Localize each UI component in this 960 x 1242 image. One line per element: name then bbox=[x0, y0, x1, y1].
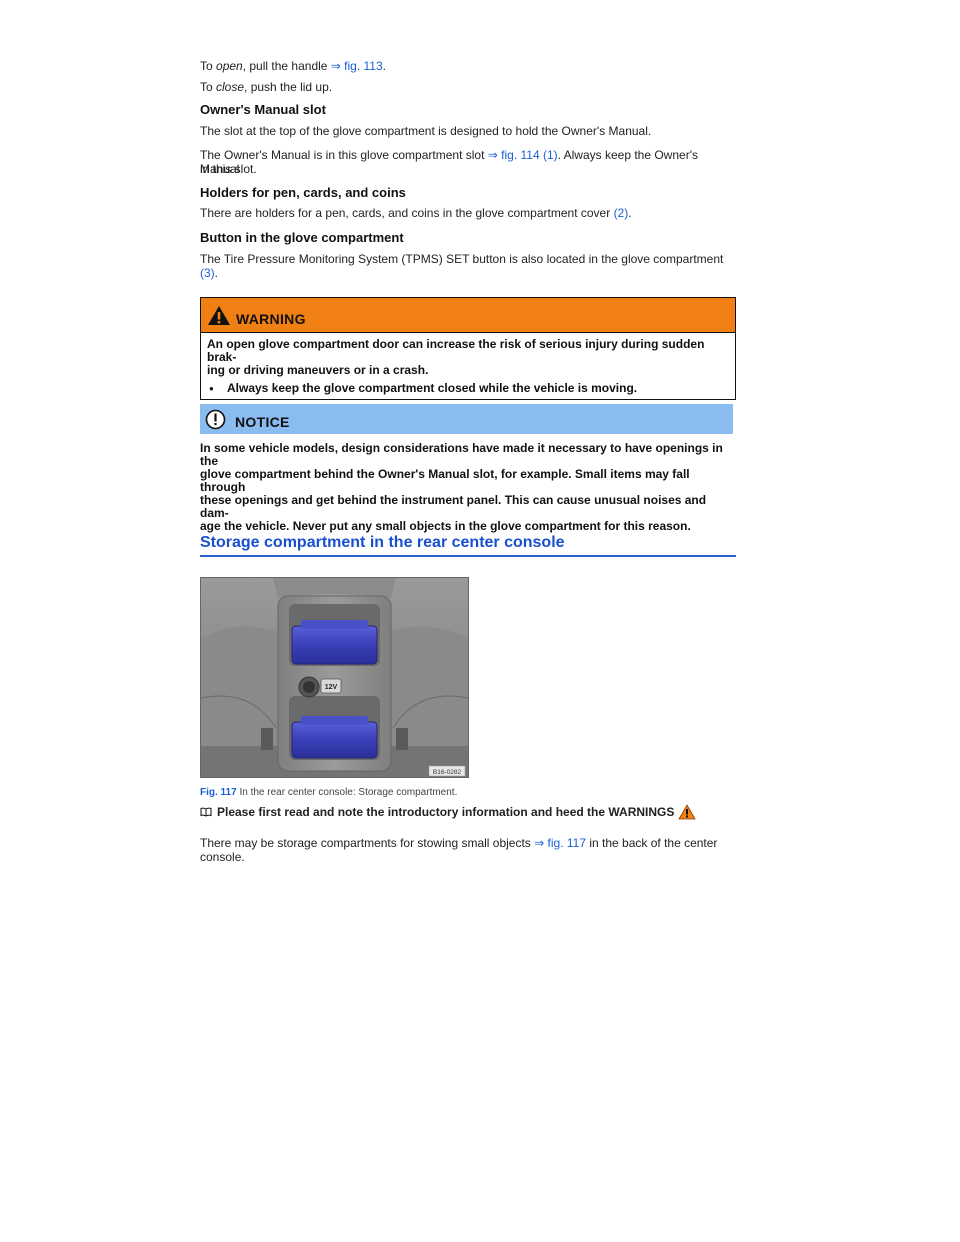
section-title: Storage compartment in the rear center c… bbox=[200, 534, 736, 557]
fig-117-link[interactable]: ⇒ fig. 117 bbox=[534, 836, 587, 850]
close-instruction: To close, push the lid up. bbox=[200, 80, 333, 94]
fig-113-link[interactable]: ⇒ fig. 113 bbox=[330, 59, 383, 73]
warning-text-1: An open glove compartment door can incre… bbox=[207, 337, 705, 364]
notice-line-2: glove compartment behind the Owner's Man… bbox=[200, 467, 690, 494]
warning-triangle-icon bbox=[208, 306, 230, 325]
warning-text-2: ing or driving maneuvers or in a crash. bbox=[207, 363, 429, 377]
holders-para: There are holders for a pen, cards, and … bbox=[200, 206, 632, 220]
figure-code: B16-0282 bbox=[433, 769, 462, 776]
warning-triangle-small-icon[interactable] bbox=[678, 804, 697, 820]
notice-line-1: In some vehicle models, design considera… bbox=[200, 441, 723, 468]
notice-line-3: these openings and get behind the instru… bbox=[200, 493, 707, 520]
button-para-cont: (3). bbox=[200, 266, 219, 280]
notice-header: NOTICE bbox=[200, 404, 733, 434]
ref-3[interactable]: (3) bbox=[200, 266, 215, 280]
ref-2[interactable]: (2) bbox=[613, 206, 629, 220]
holders-heading: Holders for pen, cards, and coins bbox=[200, 185, 406, 200]
warning-bullet-text: Always keep the glove compartment closed… bbox=[227, 381, 638, 395]
open-instruction: To open, pull the handle ⇒ fig. 113. bbox=[200, 59, 387, 73]
notice-exclamation-icon bbox=[205, 409, 226, 430]
warning-body: An open glove compartment door can incre… bbox=[201, 333, 735, 399]
notice-line-4: age the vehicle. Never put any small obj… bbox=[200, 519, 691, 533]
button-heading: Button in the glove compartment bbox=[200, 230, 404, 245]
warning-box: WARNING An open glove compartment door c… bbox=[200, 297, 736, 400]
notice-body: In some vehicle models, design considera… bbox=[200, 442, 736, 533]
socket-badge: 12V bbox=[325, 684, 338, 691]
closing-para-cont: console. bbox=[200, 850, 245, 864]
book-icon bbox=[200, 807, 212, 817]
figure-caption: Fig. 117 In the rear center console: Sto… bbox=[200, 787, 458, 798]
closing-para: There may be storage compartments for st… bbox=[200, 836, 718, 850]
read-note-text: Please first read and note the introduct… bbox=[217, 805, 675, 819]
bullet-dot: ● bbox=[209, 384, 214, 393]
warning-bullet: ● Always keep the glove compartment clos… bbox=[207, 382, 730, 395]
section-title-text: Storage compartment in the rear center c… bbox=[200, 534, 565, 551]
owners-manual-heading: Owner's Manual slot bbox=[200, 102, 326, 117]
owners-manual-para1: The slot at the top of the glove compart… bbox=[200, 124, 652, 138]
warning-label: WARNING bbox=[236, 311, 306, 327]
notice-label: NOTICE bbox=[235, 414, 290, 430]
owners-manual-para2: The Owner's Manual is in this glove comp… bbox=[200, 148, 698, 176]
read-note: Please first read and note the introduct… bbox=[200, 804, 736, 820]
owners-manual-para2-cont: in this slot. bbox=[200, 162, 257, 176]
figure-117: 12V B16-0282 bbox=[200, 577, 469, 778]
rear-console-illustration: 12V B16-0282 bbox=[201, 578, 468, 777]
fig-114-link[interactable]: ⇒ fig. 114 (1) bbox=[487, 148, 558, 162]
warning-header: WARNING bbox=[201, 298, 735, 333]
button-para: The Tire Pressure Monitoring System (TPM… bbox=[200, 252, 724, 266]
